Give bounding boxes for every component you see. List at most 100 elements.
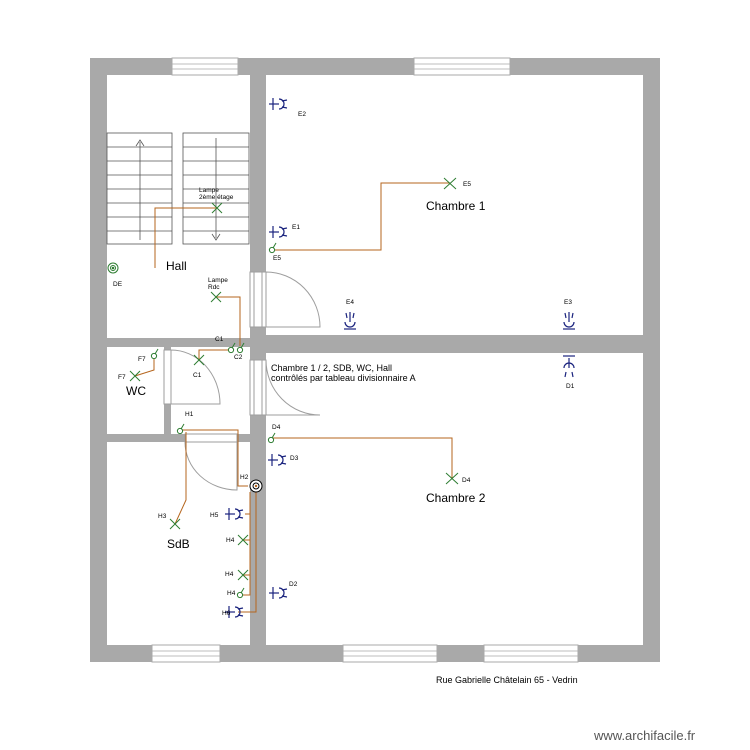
label-C1-switch: C1 [215,336,224,343]
watermark-text: www.archifacile.fr [593,728,696,743]
wall-right [643,58,660,662]
lamp-rdc-line1: Lampe [208,277,228,284]
switch-DE-icon [107,262,119,274]
light-lamp-2eme-icon [211,202,223,214]
label-H1: H1 [185,411,194,418]
door-wc-gap [163,349,172,405]
light-H4-icon [237,534,249,546]
window-hall-top [171,57,239,76]
wall-wc-sdb [90,434,250,442]
label-D2: D2 [289,581,298,588]
doors [163,271,321,491]
label-H4c: H4 [227,590,236,597]
label-H3: H3 [158,513,167,520]
wire-sdb-h1 [182,429,248,487]
socket-D3-icon [268,454,287,466]
door-chambre1-swing [265,271,321,328]
lamp-2eme-line1: Lampe [199,187,219,194]
switch-C1-icon [227,342,236,354]
switches [107,242,277,599]
door-chambre1-gap [249,271,267,328]
panel-note-line2: contrôlés par tableau divisionnaire A [271,373,416,383]
wire-c1 [198,349,231,360]
door-chambre2-swing [265,359,321,416]
light-points [129,177,459,581]
light-C1-icon [193,354,205,366]
light-lamp-rdc-icon [210,291,222,303]
light-D4-icon [445,472,459,485]
socket-E4-icon [344,312,356,330]
wall-left [90,58,107,662]
wall-hall-wc [90,338,250,347]
window-chambre1-top [413,57,511,76]
sockets [225,98,575,618]
label-D4-light: D4 [462,477,471,484]
label-E4: E4 [346,299,354,306]
label-E5-light: E5 [463,181,471,188]
door-chambre2-gap [249,359,267,416]
door-sdb-swing [184,441,238,491]
label-H4b: H4 [225,571,234,578]
window-chambre2-bottom-right [483,644,579,663]
lamp-2eme-line2: 2ème étage [199,194,234,201]
wire-lamp-2eme [154,207,217,268]
panel-note-line1: Chambre 1 / 2, SDB, WC, Hall [271,363,392,373]
junction-H2-icon [249,479,263,493]
switch-C2-icon [236,342,245,354]
switch-F7-icon [150,348,159,360]
window-glazing [152,63,578,657]
socket-E3-icon [563,312,575,330]
room-label-chambre2: Chambre 2 [426,491,486,505]
wall-bedrooms-divider [250,335,660,353]
room-label-hall: Hall [166,259,187,273]
walls [90,58,660,662]
lamp-rdc-line2: Rdc [208,284,220,291]
socket-E1-icon [269,226,288,238]
wire-lamp-rdc [216,296,241,346]
light-E5-icon [443,177,457,190]
wire-sdb-h4 [240,492,251,596]
window-sdb-bottom [151,644,221,663]
wire-f7 [134,357,155,377]
label-E5-switch: E5 [273,255,281,262]
room-label-wc: WC [126,384,146,398]
label-D3: D3 [290,455,299,462]
switch-H4c-icon [236,587,245,599]
socket-D1-icon [563,355,575,378]
label-D4-switch: D4 [272,424,281,431]
light-H3-icon [169,518,181,530]
label-E2: E2 [298,111,306,118]
label-F7-light: F7 [118,374,126,381]
door-sdb-gap [184,433,238,443]
wire-sdb-h3 [174,432,187,525]
label-DE: DE [113,281,123,288]
light-H4b-icon [237,569,249,581]
windows [151,57,579,663]
socket-D2-icon [269,587,288,599]
switch-E5-icon [268,242,277,254]
staircase-right [182,132,250,245]
light-F7-icon [129,370,141,382]
label-H2: H2 [240,474,249,481]
label-E1: E1 [292,224,300,231]
socket-H5-icon [225,508,244,520]
wire-chambre2 [272,437,453,478]
switch-H1-icon [176,423,185,435]
label-C1-light: C1 [193,372,202,379]
door-wc-swing [170,349,221,405]
label-H6: H6 [222,610,231,617]
wire-chambre1 [273,182,450,251]
address-text: Rue Gabrielle Châtelain 65 - Vedrin [436,675,578,685]
socket-H6-icon [225,606,244,618]
label-D1: D1 [566,383,575,390]
label-E3: E3 [564,299,572,306]
label-H4: H4 [226,537,235,544]
room-label-sdb: SdB [167,537,190,551]
socket-E2-icon [269,98,288,110]
point-labels: E2 E1 E5 E5 E4 E3 D1 D4 D4 D3 D2 DE C1 C… [113,111,575,617]
label-F7-switch: F7 [138,356,146,363]
label-H5: H5 [210,512,219,519]
wiring [134,182,453,613]
label-C2: C2 [234,354,243,361]
